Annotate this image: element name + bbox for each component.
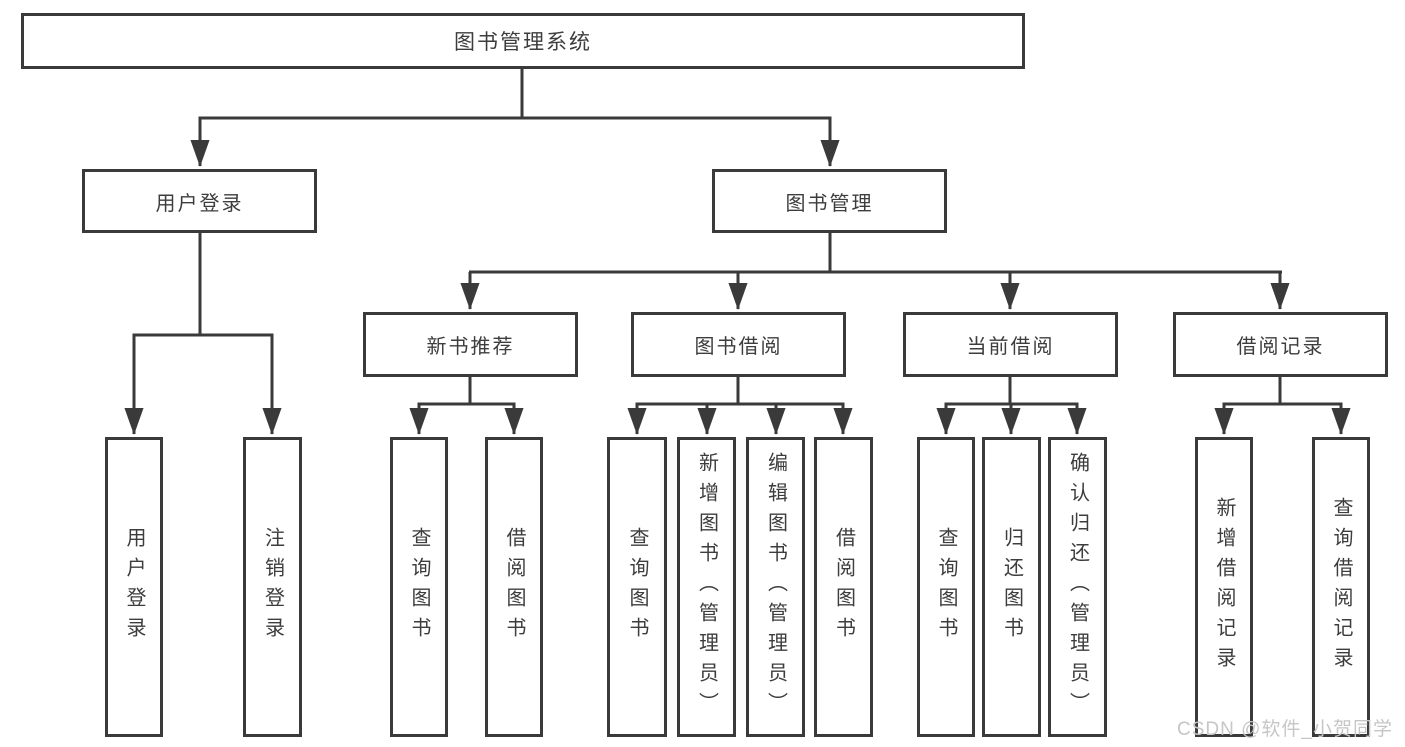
leaf-add-book-admin: 新增图书（管理员） bbox=[677, 437, 736, 737]
leaf-user-login: 用户登录 bbox=[105, 437, 163, 737]
leaf-logout: 注销登录 bbox=[243, 437, 302, 737]
node-library-management-system: 图书管理系统 bbox=[21, 13, 1025, 69]
leaf-add-borrowing-record: 新增借阅记录 bbox=[1195, 437, 1253, 737]
node-book-management: 图书管理 bbox=[712, 169, 947, 233]
leaf-query-books-recommend: 查询图书 bbox=[390, 437, 448, 737]
node-book-borrowing: 图书借阅 bbox=[631, 312, 846, 377]
leaf-borrow-books-borrowing: 借阅图书 bbox=[814, 437, 873, 737]
node-borrowing-records: 借阅记录 bbox=[1173, 312, 1388, 377]
leaf-return-book: 归还图书 bbox=[982, 437, 1041, 737]
node-new-book-recommendation: 新书推荐 bbox=[363, 312, 578, 377]
watermark: CSDN @软件_小贺同学 bbox=[1177, 719, 1393, 740]
leaf-query-books-borrowing: 查询图书 bbox=[607, 437, 667, 737]
node-current-borrowing: 当前借阅 bbox=[903, 312, 1118, 377]
leaf-query-borrowing-record: 查询借阅记录 bbox=[1312, 437, 1370, 737]
leaf-query-books-current: 查询图书 bbox=[917, 437, 975, 737]
node-user-login: 用户登录 bbox=[82, 169, 317, 233]
leaf-confirm-return-admin: 确认归还（管理员） bbox=[1048, 437, 1107, 737]
leaf-borrow-books-recommend: 借阅图书 bbox=[485, 437, 543, 737]
leaf-edit-book-admin: 编辑图书（管理员） bbox=[746, 437, 805, 737]
